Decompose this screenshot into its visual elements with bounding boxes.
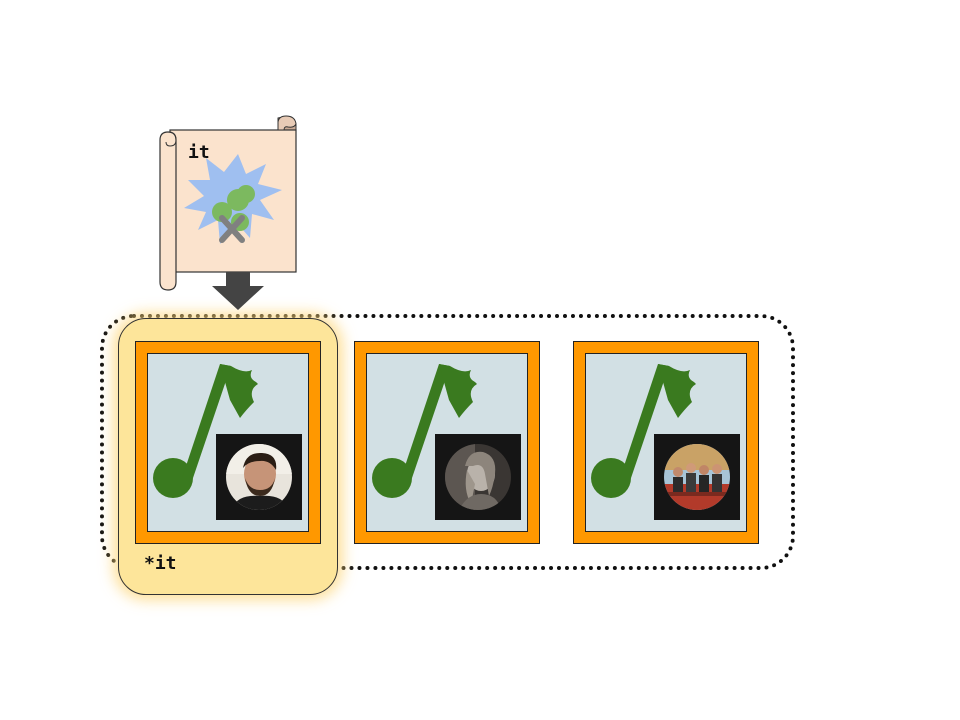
artist-photo — [226, 444, 292, 510]
iterator-label: it — [188, 142, 210, 163]
music-note-icon — [591, 364, 696, 498]
artist-photo-frame — [216, 434, 302, 520]
treasure-x-icon — [219, 215, 245, 243]
collection-container — [100, 314, 795, 570]
artist-photo — [445, 444, 511, 510]
item-card — [147, 353, 309, 532]
dereference-label: *it — [144, 553, 177, 574]
collection-item-3 — [573, 341, 759, 544]
music-note-icon — [153, 364, 258, 498]
collection-item-1 — [135, 341, 321, 544]
item-card — [585, 353, 747, 532]
artist-photo-frame — [435, 434, 521, 520]
artist-photo-frame — [654, 434, 740, 520]
collection-item-2 — [354, 341, 540, 544]
artist-photo — [664, 444, 730, 510]
music-note-icon — [372, 364, 477, 498]
item-card — [366, 353, 528, 532]
down-arrow-icon — [212, 272, 264, 310]
map-scroll-icon — [159, 115, 297, 291]
